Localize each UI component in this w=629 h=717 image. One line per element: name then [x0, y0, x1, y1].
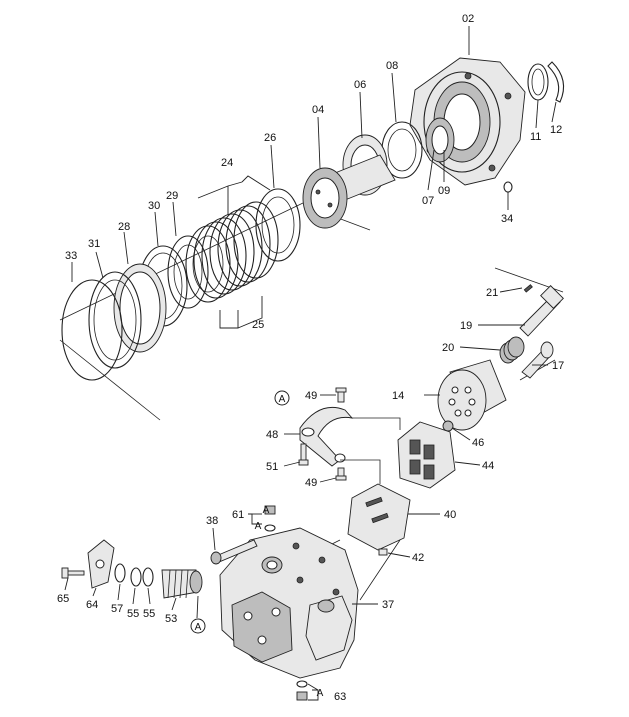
bolt-part-51 [298, 443, 309, 466]
label-64: 64 [86, 599, 98, 611]
label-28: 28 [118, 221, 130, 233]
label-55-b: 55 [143, 608, 155, 620]
bolt-part-65 [61, 567, 85, 579]
ring-part-55-a [130, 567, 142, 587]
label-63: 63 [334, 691, 346, 703]
label-20: 20 [442, 342, 454, 354]
ring-part-31 [88, 271, 142, 369]
label-19: 19 [460, 320, 472, 332]
label-46: 46 [472, 437, 484, 449]
marker-a-3-text: A [255, 521, 262, 532]
marker-a-2: A [190, 618, 206, 634]
leader-lines [64, 26, 557, 701]
label-51: 51 [266, 461, 278, 473]
label-25: 25 [252, 319, 264, 331]
label-48: 48 [266, 429, 278, 441]
marker-a-4: A [317, 688, 324, 699]
valve-spool-part-19 [519, 285, 564, 337]
spring-part-20 [499, 336, 525, 364]
label-24: 24 [221, 157, 233, 169]
o-ring-part-34 [503, 181, 513, 193]
label-49-upper: 49 [305, 390, 317, 402]
marker-a-2-text: A [195, 622, 202, 633]
bolt-part-38 [210, 539, 258, 565]
label-11: 11 [530, 131, 541, 143]
plug-part-61 [264, 505, 276, 532]
valve-plate-part-44 [397, 421, 456, 489]
friction-discs-part-24-25 [185, 201, 279, 303]
plate-part-29 [167, 235, 209, 309]
snap-ring-part-12 [547, 61, 565, 103]
part-labels: 02 04 06 07 08 09 11 12 14 17 19 20 21 2… [57, 13, 564, 703]
label-57: 57 [111, 603, 123, 615]
bolt-part-49-lower [335, 467, 347, 481]
plug-part-17 [521, 341, 554, 379]
shaft-gear-part-04 [302, 154, 396, 229]
swash-plate-part-48 [299, 406, 354, 467]
flange-part-64 [87, 539, 115, 589]
label-49-lower: 49 [305, 477, 317, 489]
label-55-a: 55 [127, 608, 139, 620]
label-42: 42 [412, 552, 424, 564]
label-09: 09 [438, 185, 450, 197]
label-12: 12 [550, 124, 562, 136]
label-07: 07 [422, 195, 434, 207]
label-34: 34 [501, 213, 513, 225]
retaining-ring-part-11 [527, 63, 549, 101]
cover-plate-part-40 [347, 483, 411, 551]
plug-part-63 [296, 680, 308, 701]
pin-part-21 [523, 284, 533, 293]
marker-a-5: A [263, 505, 270, 516]
snap-ring-part-33 [61, 279, 123, 381]
o-ring-part-57 [114, 563, 126, 583]
pin-part-42 [378, 548, 388, 556]
label-30: 30 [148, 200, 160, 212]
label-31: 31 [88, 238, 100, 250]
label-65: 65 [57, 593, 69, 605]
bolt-part-49-upper [335, 387, 347, 403]
label-21: 21 [486, 287, 498, 299]
motor-body-part-37 [219, 527, 359, 679]
label-02: 02 [462, 13, 474, 25]
plate-part-26 [255, 188, 301, 262]
label-38: 38 [206, 515, 218, 527]
pin-part-46 [442, 420, 454, 432]
cylinder-block-part-14 [437, 359, 507, 431]
housing-part-02 [409, 57, 526, 186]
marker-a-4-text: A [317, 688, 324, 699]
label-04: 04 [312, 104, 324, 116]
label-40: 40 [444, 509, 456, 521]
label-37: 37 [382, 599, 394, 611]
marker-a-1: A [274, 390, 290, 406]
ring-part-55-b [142, 567, 154, 587]
bearing-part-07-09 [425, 117, 455, 163]
label-61: 61 [232, 509, 244, 521]
label-06: 06 [354, 79, 366, 91]
label-14: 14 [392, 390, 404, 402]
label-17: 17 [552, 360, 564, 372]
marker-a-1-text: A [279, 394, 286, 405]
label-33: 33 [65, 250, 77, 262]
label-53: 53 [165, 613, 177, 625]
label-26: 26 [264, 132, 276, 144]
label-44: 44 [482, 460, 494, 472]
valve-part-53 [161, 569, 203, 599]
marker-a-3: A [255, 521, 262, 532]
label-08: 08 [386, 60, 398, 72]
marker-a-5-text: A [263, 505, 270, 516]
label-29: 29 [166, 190, 178, 202]
